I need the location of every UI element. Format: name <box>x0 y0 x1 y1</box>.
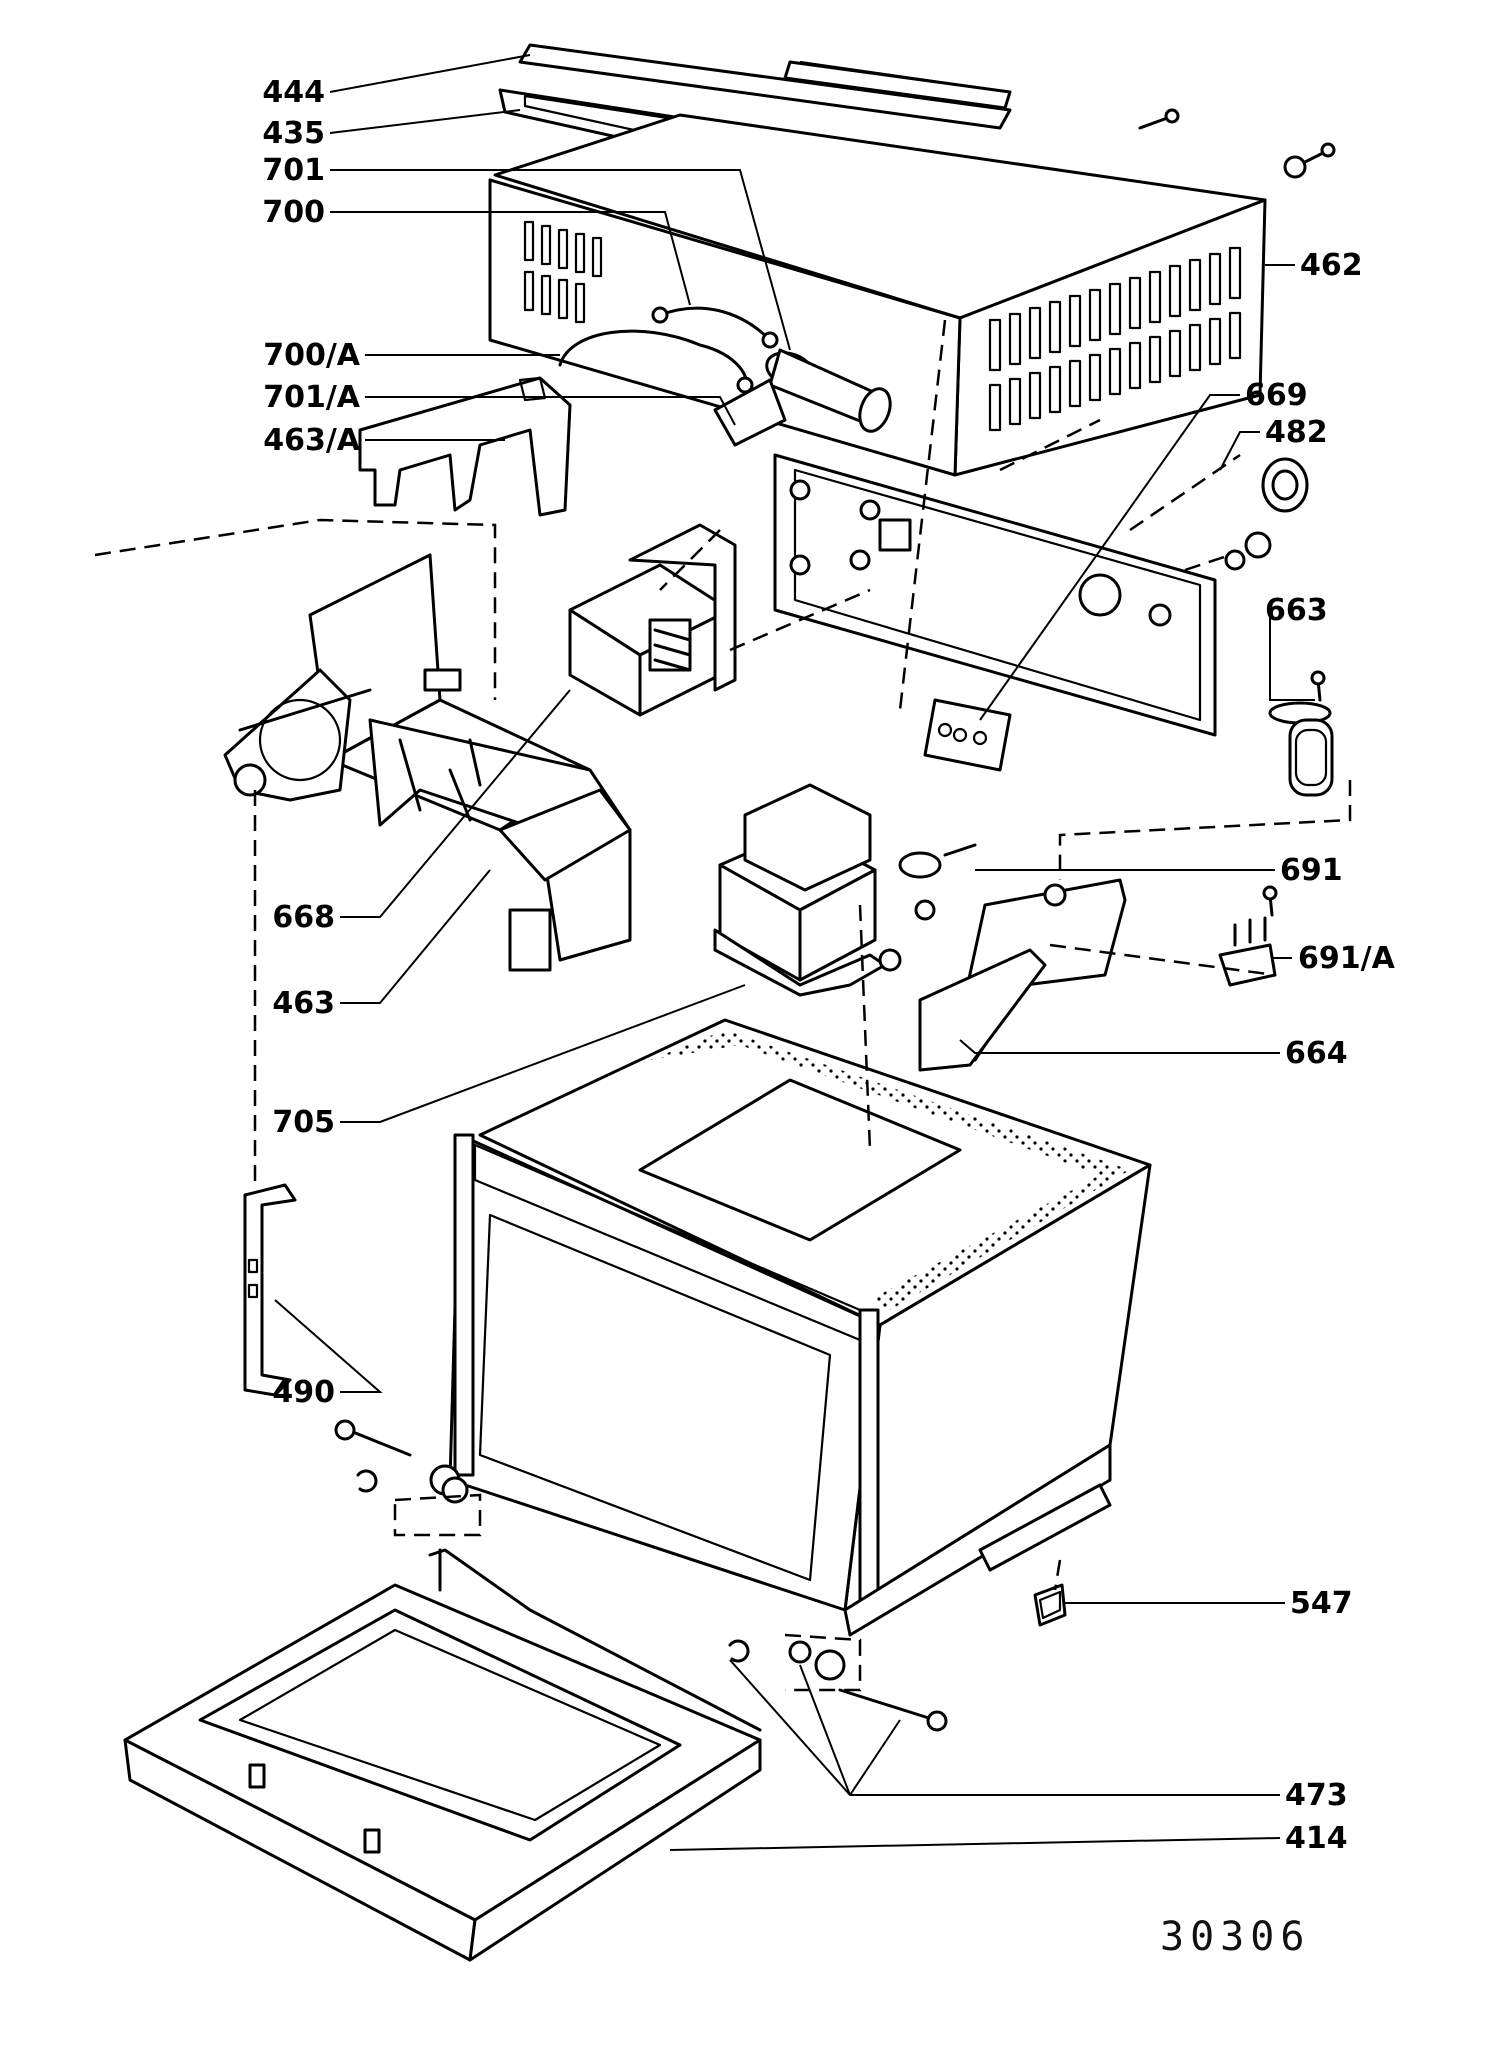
part-473-hinge-pins <box>334 1419 948 1732</box>
callout-labels: 444 435 701 700 700/A 701/A 463/A 668 46… <box>262 75 1395 1856</box>
drawing-number: 30306 <box>1160 1914 1310 1960</box>
callout-444: 444 <box>262 75 325 110</box>
part-668-transformer <box>568 523 737 717</box>
leader-lines <box>274 54 1315 1851</box>
part-547-foot <box>1033 1583 1067 1627</box>
callout-473: 473 <box>1285 1778 1348 1813</box>
wiring-and-capacitor <box>558 306 892 447</box>
callout-669: 669 <box>1245 378 1308 413</box>
part-664-duct-bracket <box>918 878 1127 1072</box>
callout-463: 463 <box>272 986 335 1021</box>
callout-664: 664 <box>1285 1036 1348 1071</box>
callout-435: 435 <box>262 116 325 151</box>
callout-705: 705 <box>272 1105 335 1140</box>
part-463-frame <box>223 553 632 972</box>
part-463a-bracket <box>358 376 572 517</box>
part-482-knob <box>1224 457 1309 571</box>
part-669-control-plate <box>773 453 1217 772</box>
part-462-outer-cabinet <box>488 108 1336 477</box>
screw-icon <box>1138 108 1336 179</box>
callout-482: 482 <box>1265 415 1328 450</box>
part-705-magnetron <box>713 783 902 997</box>
callout-691a: 691/A <box>1298 941 1396 976</box>
part-691-thermostat <box>898 843 977 921</box>
part-691a-thermal-cutout <box>1218 885 1278 987</box>
callout-414: 414 <box>1285 1821 1348 1856</box>
main-cavity-body <box>429 1018 1152 1681</box>
callout-691: 691 <box>1280 853 1343 888</box>
callout-668: 668 <box>272 900 335 935</box>
callout-663: 663 <box>1265 593 1328 628</box>
part-490-latch-clip <box>243 1183 297 1397</box>
callout-462: 462 <box>1300 248 1363 283</box>
callout-490: 490 <box>272 1375 335 1410</box>
part-414-door <box>123 1548 762 1962</box>
part-444-top-trim <box>518 43 1012 130</box>
callout-701a: 701/A <box>263 380 361 415</box>
callout-547: 547 <box>1290 1586 1353 1621</box>
part-663-lamp <box>1268 670 1334 797</box>
callout-463a: 463/A <box>263 423 361 458</box>
callout-700a: 700/A <box>263 338 361 373</box>
callout-701: 701 <box>262 153 325 188</box>
callout-700: 700 <box>262 195 325 230</box>
